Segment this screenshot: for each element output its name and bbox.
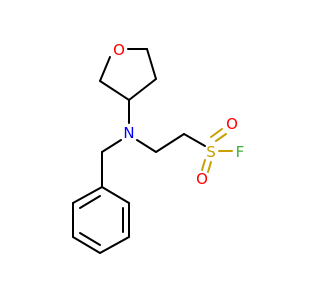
atom-labels: O N S O O F xyxy=(113,41,244,188)
atom-ring-oxygen: O xyxy=(113,41,125,59)
bond-s-o-top xyxy=(215,133,227,142)
bond-n-ch2 xyxy=(101,139,122,153)
bond-chain-c-s xyxy=(183,133,206,147)
bond-ring-o-c xyxy=(99,56,111,82)
bond-ring-c-c xyxy=(99,80,130,101)
bond-ring-c-c xyxy=(146,48,157,80)
bond-phenyl xyxy=(72,236,101,254)
bond-n-ch2-chain xyxy=(136,139,157,153)
bond-ring-c-c xyxy=(128,78,157,101)
atom-sulfonyl-oxygen-bottom: O xyxy=(196,170,208,188)
bond-s-o-bottom xyxy=(207,161,212,173)
atom-sulfonyl-oxygen-top: O xyxy=(226,115,238,133)
sulfonyl-bonds xyxy=(201,128,233,173)
bond-phenyl-double xyxy=(79,232,101,246)
bond-s-o-bottom xyxy=(201,159,206,171)
atom-amine-nitrogen: N xyxy=(123,124,134,142)
bond-s-o-top xyxy=(210,128,223,138)
bond-phenyl xyxy=(72,186,103,204)
bond-phenyl-double xyxy=(79,195,101,209)
bond-phenyl xyxy=(99,236,130,254)
bond-chain-c-c xyxy=(155,133,185,153)
atom-fluorine: F xyxy=(236,143,245,161)
bond-phenyl xyxy=(101,186,130,204)
molecule-diagram: O N S O O F xyxy=(72,41,244,254)
atom-sulfur: S xyxy=(206,143,216,161)
structure-canvas: O N S O O F xyxy=(72,41,244,254)
bonds xyxy=(72,48,206,254)
